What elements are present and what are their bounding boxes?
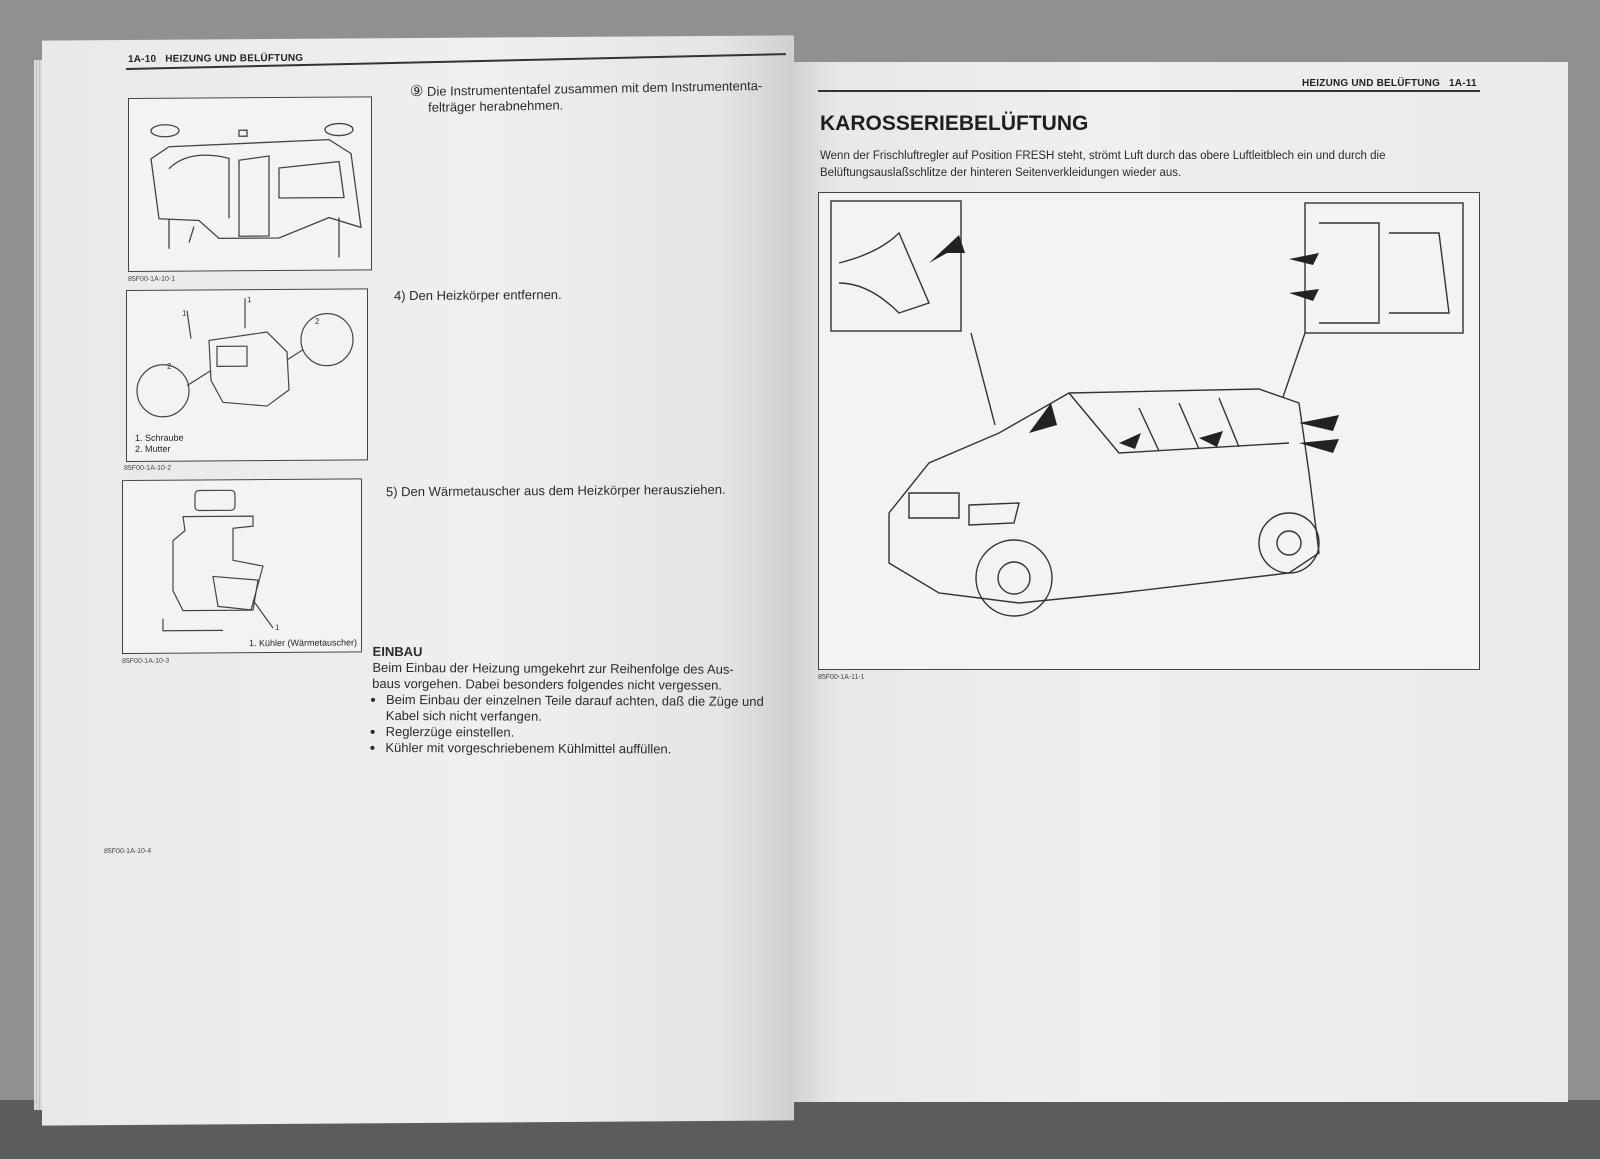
legend-item: 1. Schraube [135,432,184,443]
figure-heater-unit: 1 1 2 2 1. Schraube 2. Mutter [126,288,368,463]
einbau-section: EINBAU Beim Einbau der Heizung umgekehrt… [371,644,772,758]
heat-exchanger-illustration: 1 [162,489,280,632]
right-page: HEIZUNG UND BELÜFTUNG 1A-11 KAROSSERIEBE… [790,62,1568,1102]
header-rule [818,90,1480,92]
step-9: ⑨ Die Instrumententafel zusammen mit dem… [410,75,810,115]
page-number: 1A-10 [128,53,157,66]
figure-heat-exchanger: 1 1. Kühler (Wärmetauscher) [122,478,362,655]
legend-item: 2. Mutter [135,443,171,454]
step-9-text-line2: felträger herabnehmen. [428,97,564,115]
figure-id: 85F00-1A-11-1 [818,674,865,681]
callout-1: 1 [182,309,187,318]
callout-2: 2 [315,317,320,326]
callout-1: 1 [275,623,280,632]
left-page: 1A-10 HEIZUNG UND BELÜFTUNG 85F00-1A-10-… [42,35,794,1126]
section-title: HEIZUNG UND BELÜFTUNG [165,52,304,65]
step-4: 4) Den Heizkörper entfernen. [394,286,562,304]
figure-id: 85F00-1A-10-2 [124,464,172,473]
instrument-panel-illustration [150,122,362,258]
callout-1: 1 [247,295,252,304]
einbau-list: Beim Einbau der einzelnen Teile darauf a… [371,692,772,758]
step-9-text: Die Instrumententafel zusammen mit dem I… [426,78,763,99]
figure-id: 85F00-1A-10-3 [122,657,170,666]
heater-unit-illustration: 1 1 2 2 [136,295,354,418]
list-item: Beim Einbau der einzelnen Teile darauf a… [386,692,772,726]
car-ventilation-illustration [830,200,1464,617]
section-title: HEIZUNG UND BELÜFTUNG [1302,78,1441,89]
figure-legend: 1. Kühler (Wärmetauscher) [248,637,357,649]
page-title: KAROSSERIEBELÜFTUNG [820,112,1089,135]
figure-id: 85F00-1A-10-4 [104,847,152,856]
figure-body-ventilation [818,192,1480,670]
figure-instrument-panel [128,96,372,273]
paragraph-line: Wenn der Frischluftregler auf Position F… [820,150,1386,162]
paragraph-line: Belüftungsauslaßschlitze der hinteren Se… [820,167,1182,179]
figure-id: 85F00-1A-10-1 [128,275,176,284]
page-number: 1A-11 [1449,78,1477,89]
step-5: 5) Den Wärmetauscher aus dem Heizkörper … [386,481,726,500]
left-header: 1A-10 HEIZUNG UND BELÜFTUNG [128,53,303,65]
callout-2: 2 [167,362,172,371]
list-item: Kühler mit vorgeschriebenem Kühlmittel a… [385,740,771,758]
right-header: HEIZUNG UND BELÜFTUNG 1A-11 [1302,78,1477,89]
step-marker: ⑨ [409,82,424,101]
intro-paragraph: Wenn der Frischluftregler auf Position F… [820,148,1386,182]
figure-legend: 1. Schraube 2. Mutter [135,433,184,455]
